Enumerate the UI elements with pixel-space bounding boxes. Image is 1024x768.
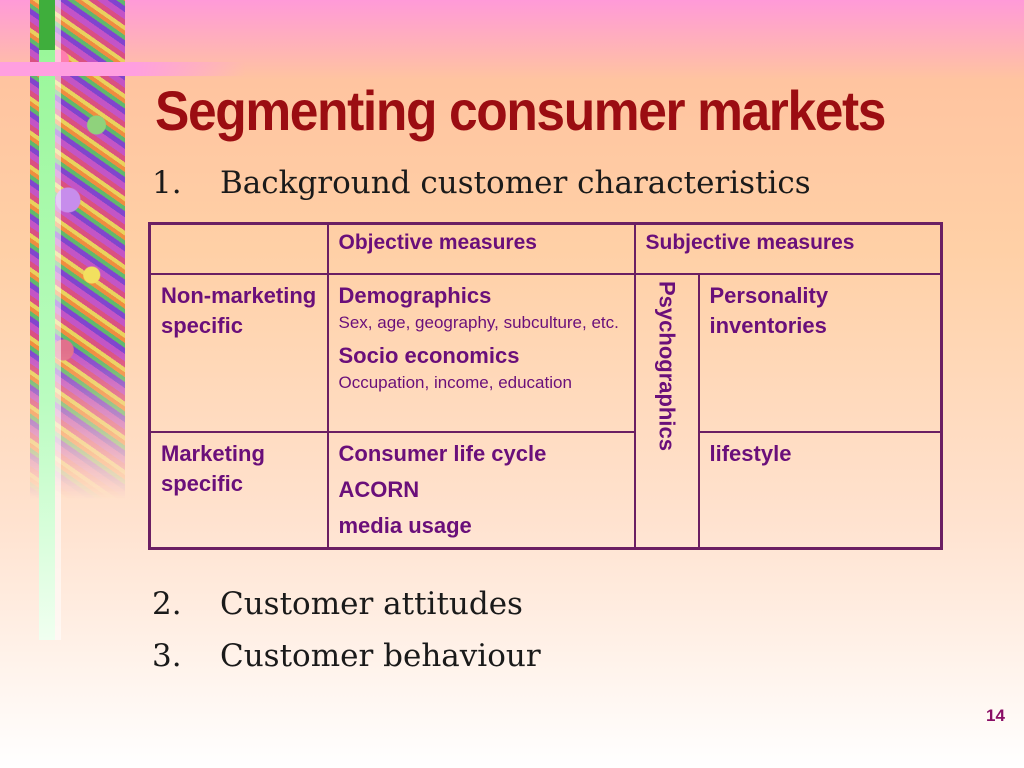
decorative-pink-bar bbox=[0, 62, 245, 76]
demographics-detail: Sex, age, geography, subculture, etc. bbox=[338, 313, 619, 332]
bullet-2-text: Customer attitudes bbox=[220, 586, 523, 622]
cell-objective-non-marketing: Demographics Sex, age, geography, subcul… bbox=[326, 273, 636, 433]
page-number: 14 bbox=[986, 706, 1005, 725]
decorative-white-bar bbox=[55, 0, 61, 640]
socio-economics-label: Socio economics bbox=[338, 343, 520, 368]
segmentation-table: Objective measures Subjective measures N… bbox=[148, 222, 944, 550]
bullet-1-text: Background customer characteristics bbox=[220, 165, 811, 201]
lifestyle-label: lifestyle bbox=[709, 441, 792, 466]
demographics-label: Demographics bbox=[338, 283, 492, 308]
cell-subjective-marketing: lifestyle bbox=[697, 431, 943, 550]
header-subjective-measures: Subjective measures bbox=[633, 222, 943, 275]
cell-subjective-non-marketing: Personality inventories bbox=[697, 273, 943, 433]
table-header-row: Objective measures Subjective measures bbox=[148, 222, 943, 275]
table-row: Marketing specific Consumer life cycle A… bbox=[148, 431, 943, 550]
media-usage-label: media usage bbox=[338, 513, 472, 538]
bullet-3: 3. Customer behaviour bbox=[152, 638, 541, 674]
bullet-2-number: 2. bbox=[152, 586, 182, 622]
slide-title: Segmenting consumer markets bbox=[155, 79, 886, 142]
header-empty bbox=[148, 222, 329, 275]
consumer-life-cycle-label: Consumer life cycle bbox=[338, 441, 547, 466]
personality-inventories-label: Personality inventories bbox=[709, 283, 829, 338]
bullet-3-text: Customer behaviour bbox=[220, 638, 541, 674]
decorative-green-bar bbox=[39, 0, 55, 640]
cell-psychographics: Psychographics bbox=[633, 273, 700, 550]
cell-objective-marketing: Consumer life cycle ACORN media usage bbox=[326, 431, 636, 550]
table-row: Non-marketing specific Demographics Sex,… bbox=[148, 273, 943, 550]
header-objective-measures: Objective measures bbox=[326, 222, 636, 275]
row-label-text: Non-marketing specific bbox=[161, 283, 317, 338]
row-label-non-marketing: Non-marketing specific bbox=[148, 273, 329, 433]
bullet-3-number: 3. bbox=[152, 638, 182, 674]
socio-economics-detail: Occupation, income, education bbox=[338, 373, 572, 392]
acorn-label: ACORN bbox=[338, 477, 420, 502]
row-label-marketing: Marketing specific bbox=[148, 431, 329, 550]
row-label-text: Marketing specific bbox=[161, 441, 265, 496]
bullet-1-number: 1. bbox=[152, 165, 182, 201]
psychographics-label: Psychographics bbox=[654, 281, 680, 451]
bullet-1: 1. Background customer characteristics bbox=[152, 165, 811, 201]
bullet-2: 2. Customer attitudes bbox=[152, 586, 523, 622]
